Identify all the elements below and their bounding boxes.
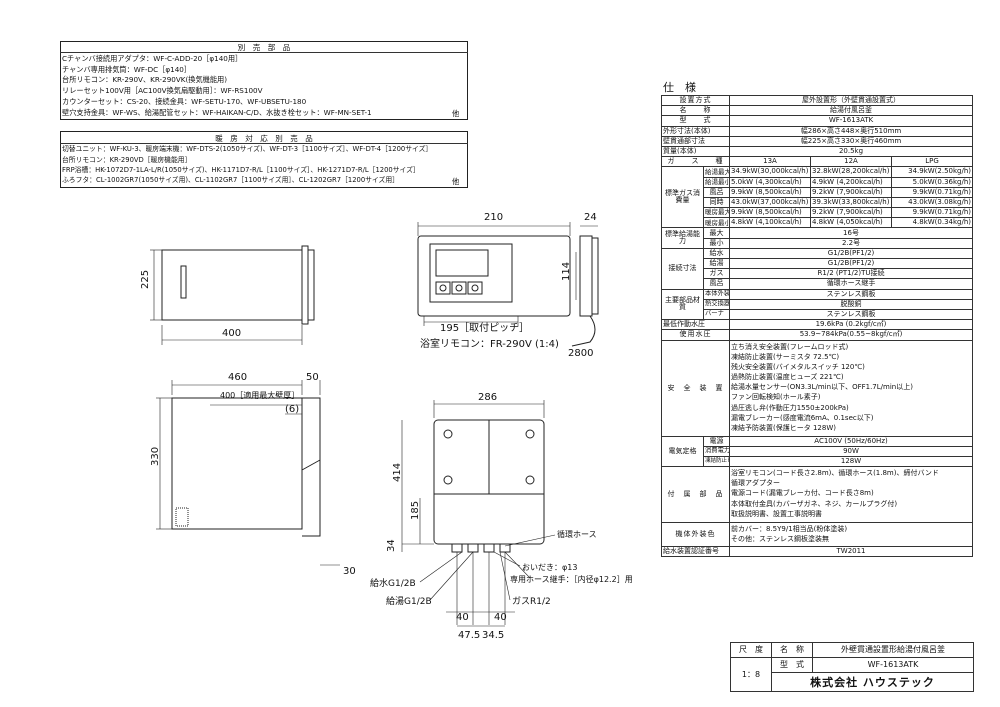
dim-400-wall: 400［適用最大壁厚］ [220, 390, 299, 400]
dim-400-side: 400 [222, 328, 241, 339]
side-view-body [161, 249, 303, 321]
accessories-other: 他 [452, 109, 460, 118]
dim-195: 195［取付ピッチ］ [440, 321, 529, 334]
remote-label: 浴室リモコン：FR-290V (1:4) [420, 337, 559, 350]
label-gas: ガスR1/2 [512, 596, 551, 607]
label-hose-fitting: 専用ホース継手：［内径φ12.2］用 [510, 574, 633, 584]
accessories-box [60, 41, 468, 120]
accessory-line: 台所リモコン：KR-290V、KR-290VK(換気機能用) [62, 75, 228, 84]
accessories-title-rule [60, 52, 468, 53]
accessory-line: 壁穴支持金具：WF-WS、給湯配管セット：WF-HAIKAN-C/D、水抜き栓セ… [62, 108, 372, 117]
front-view-body [417, 235, 571, 317]
dim-47-5: 47.5 [458, 630, 480, 641]
top-view-body [171, 397, 303, 530]
dim-225: 225 [140, 270, 151, 289]
title-block: 尺 度 名 称 外壁貫通設置形給湯付風呂釜 1：8 型 式 WF-1613ATK… [730, 642, 974, 692]
dim-210: 210 [484, 212, 503, 223]
dim-50: 50 [306, 372, 319, 383]
label-hotwater: 給湯G1/2B [386, 595, 432, 607]
dim-460: 460 [228, 372, 247, 383]
company-name: 株式会社 ハウステック [771, 672, 974, 692]
heating-title: 暖 房 対 応 別 売 品 [215, 134, 313, 143]
heating-title-rule [60, 143, 468, 144]
dim-414: 414 [392, 463, 403, 482]
dim-185: 185 [410, 501, 421, 520]
dim-40-a: 40 [456, 612, 469, 623]
dim-30: 30 [343, 566, 356, 577]
spec-title: 仕 様 [663, 81, 696, 94]
heating-box [60, 131, 468, 188]
dim-34-5: 34.5 [482, 630, 504, 641]
dim-2800: 2800 [568, 348, 593, 359]
accessory-line: チャンバ専用排気筒：WF-DC［φ140］ [62, 65, 192, 74]
heating-line: 台所リモコン：KR-290VD［暖房機能用］ [62, 156, 192, 164]
accessory-line: Cチャンバ接続用アダプタ：WF-C-ADD-20［φ140用］ [62, 54, 243, 63]
side-view-slot [180, 265, 187, 299]
heating-line: FRP浴槽：HK-1072D7-1LA-L/R(1050サイズ)、HK-1171… [62, 166, 420, 174]
dim-34: 34 [386, 539, 397, 552]
dim-286: 286 [478, 392, 497, 403]
label-reheat: おいだき：φ13 [522, 563, 577, 572]
label-circulation-hose: 循環ホース [557, 529, 597, 539]
heating-line: ふろフタ：CL-1002GR7(1050サイズ用)、CL-1102GR7［110… [62, 176, 399, 184]
dim-40-b: 40 [494, 612, 507, 623]
label-water: 給水G1/2B [370, 577, 416, 589]
accessory-line: リレーセット100V用［AC100V換気扇駆動用］：WF-RS100V [62, 86, 263, 95]
heating-line: 切替ユニット：WF-KU-3、暖房端末機：WF-DTS-2(1050サイズ)、W… [62, 145, 433, 153]
dim-6: (6) [285, 404, 299, 415]
dim-114: 114 [561, 262, 572, 281]
dim-330: 330 [150, 447, 161, 466]
accessory-line: カウンターセット：CS-20、接続金具：WF-SETU-170、WF-UBSET… [62, 97, 307, 106]
heating-other: 他 [452, 177, 460, 186]
dim-24: 24 [584, 212, 597, 223]
accessories-title: 別 売 部 品 [237, 43, 291, 52]
